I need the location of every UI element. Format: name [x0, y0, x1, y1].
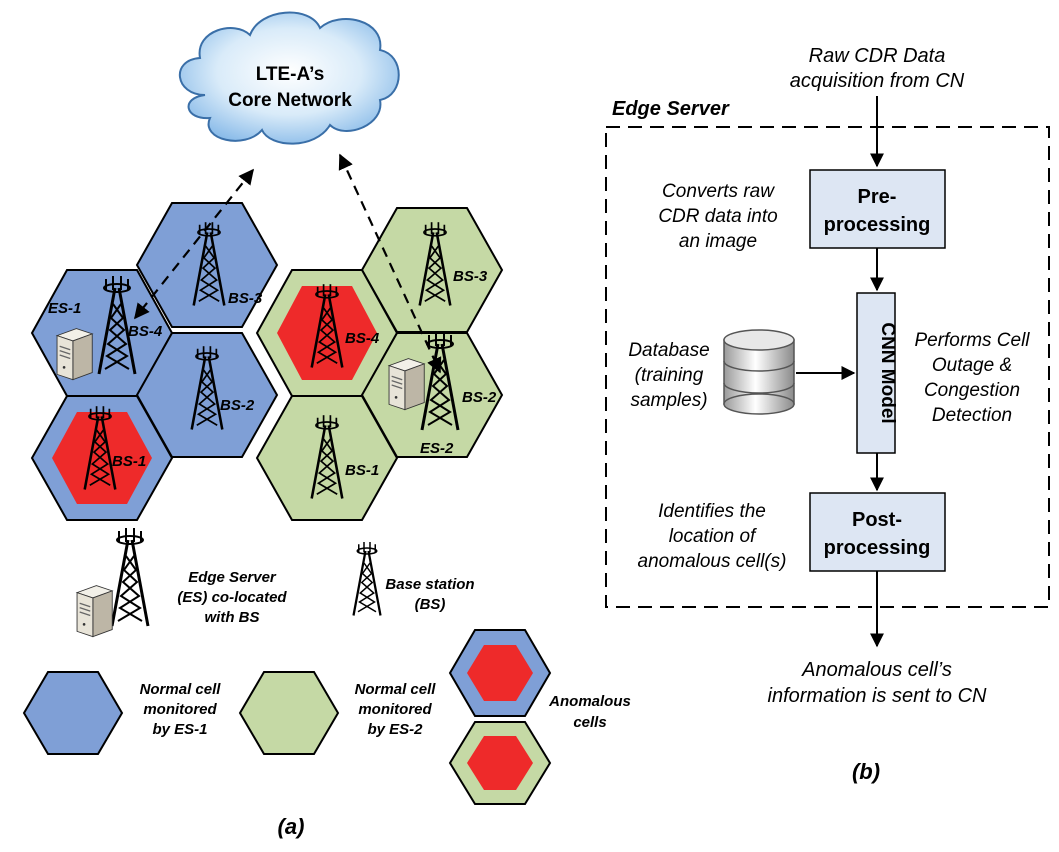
db-line1: Database — [628, 340, 709, 361]
post-line1: Post- — [852, 509, 902, 531]
input-line2: acquisition from CN — [790, 70, 965, 92]
legend-es-line2: (ES) co-located — [177, 589, 287, 606]
pre-note-line2: CDR data into — [658, 206, 777, 227]
label-bs2-es1: BS-2 — [220, 397, 255, 414]
cloud-title-line1: LTE-A’s — [256, 64, 325, 85]
caption-a: (a) — [278, 814, 305, 839]
es2-cluster: BS-3 BS-4 BS-2 ES-2 BS-1 — [255, 207, 504, 521]
pre-line1: Pre- — [858, 186, 897, 208]
legend-es-line1: Edge Server — [188, 569, 277, 586]
legend-normal-es2-hex — [238, 671, 340, 755]
output-line1: Anomalous cell’s — [801, 659, 952, 681]
preprocessing-box — [809, 169, 946, 249]
legend-normal-es1-hex — [22, 671, 124, 755]
post-line2: processing — [824, 537, 931, 559]
legend-es-line3: with BS — [205, 609, 260, 626]
legend-normal2-line3: by ES-2 — [367, 721, 423, 738]
legend-anomalous-green-core — [467, 736, 533, 790]
server-icon-legend — [76, 584, 113, 638]
legend-normal1-line3: by ES-1 — [152, 721, 207, 738]
core-network-cloud: LTE-A’s Core Network — [179, 11, 400, 145]
pre-note-line3: an image — [679, 231, 757, 252]
cell-bs1-es2 — [255, 395, 399, 521]
postprocessing-box — [809, 492, 946, 572]
db-line3: samples) — [630, 390, 707, 411]
cloud-title-line2: Core Network — [228, 90, 352, 111]
legend-anomalous-blue-core — [467, 645, 533, 701]
legend-anom-line2: cells — [573, 714, 606, 731]
edge-server-boundary — [605, 126, 1050, 608]
server-icon-es2 — [388, 357, 425, 411]
label-es1: ES-1 — [48, 300, 81, 317]
edge-server-title: Edge Server — [612, 98, 730, 120]
legend-normal2-line2: monitored — [358, 701, 432, 718]
panel-b: Raw CDR Data acquisition from CN Edge Se… — [605, 45, 1050, 784]
cnn-model-label: CNN Model — [877, 322, 898, 423]
legend-normal1-line2: monitored — [143, 701, 217, 718]
cnn-model-box — [856, 292, 896, 454]
legend-normal2-line1: Normal cell — [355, 681, 437, 698]
label-bs1-es1: BS-1 — [112, 453, 146, 470]
arrow-es2-to-core — [338, 153, 442, 374]
es1-cluster: BS-3 ES-1 BS-4 BS-2 BS-1 — [30, 202, 279, 521]
input-line1: Raw CDR Data — [809, 45, 946, 67]
legend-normal1-line1: Normal cell — [140, 681, 222, 698]
pre-line2: processing — [824, 214, 931, 236]
tower-icon-legend-es — [110, 526, 150, 628]
db-line2: (training — [635, 365, 704, 386]
label-bs2-es2: BS-2 — [462, 389, 497, 406]
arrow-es1-to-core — [134, 168, 254, 320]
label-bs1-es2: BS-1 — [345, 462, 379, 479]
post-note-line3: anomalous cell(s) — [638, 551, 787, 572]
caption-b: (b) — [852, 759, 880, 784]
legend-bs-line1: Base station — [385, 576, 474, 593]
legend: Edge Server (ES) co-located with BS Base… — [22, 526, 631, 805]
panel-a: LTE-A’s Core Network BS-3 ES-1 BS-4 BS-2… — [22, 11, 631, 839]
legend-bs-line2: (BS) — [415, 596, 446, 613]
post-note-line2: location of — [669, 526, 757, 547]
server-icon-es1 — [56, 327, 93, 381]
label-bs3-es1: BS-3 — [228, 290, 263, 307]
label-bs4-es1: BS-4 — [128, 323, 163, 340]
cnn-note-line4: Detection — [932, 405, 1012, 426]
label-bs3-es2: BS-3 — [453, 268, 488, 285]
legend-anom-line1: Anomalous — [548, 693, 631, 710]
cnn-note-line3: Congestion — [924, 380, 1020, 401]
cnn-note-line1: Performs Cell — [914, 330, 1030, 351]
tower-icon-legend-bs — [352, 540, 382, 617]
cnn-note-line2: Outage & — [932, 355, 1012, 376]
pre-note-line1: Converts raw — [662, 181, 775, 202]
label-es2: ES-2 — [420, 440, 454, 457]
label-bs4-es2: BS-4 — [345, 330, 380, 347]
post-note-line1: Identifies the — [658, 501, 766, 522]
output-line2: information is sent to CN — [768, 685, 988, 707]
database-icon — [723, 329, 795, 415]
